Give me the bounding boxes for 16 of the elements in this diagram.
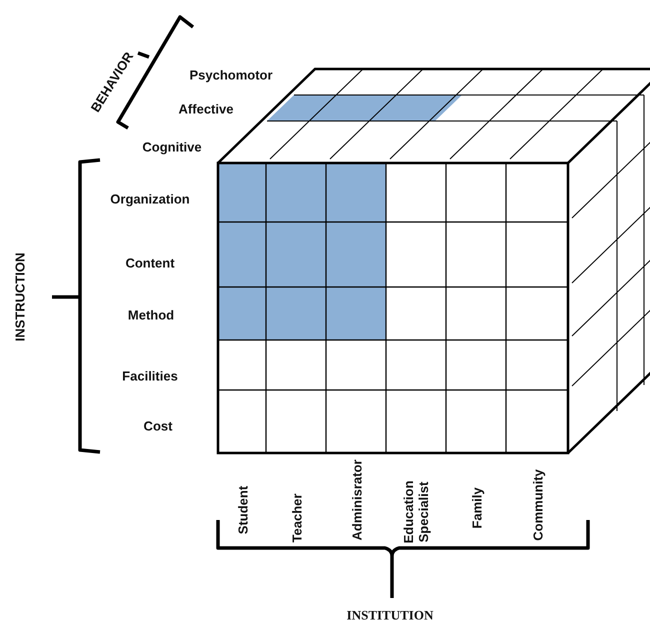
category-label: Content xyxy=(125,256,175,270)
category-label: Affective xyxy=(178,102,234,116)
category-label: Cognitive xyxy=(142,140,202,154)
category-label: Student xyxy=(236,486,250,534)
category-label: Organization xyxy=(110,192,190,206)
category-label: Community xyxy=(530,469,546,541)
category-label: Cost xyxy=(144,418,172,434)
category-label: Adminisrator xyxy=(350,460,364,540)
category-label: Education Specialist xyxy=(401,480,431,546)
category-label: Teacher xyxy=(290,494,304,542)
axis-title: INSTITUTION xyxy=(346,608,434,622)
axis-title: INSTRUCTION xyxy=(12,252,28,342)
category-label: Psychomotor xyxy=(189,68,273,82)
category-label: Method xyxy=(128,308,174,322)
category-label: Family xyxy=(470,487,484,529)
category-label: Facilities xyxy=(122,368,178,384)
